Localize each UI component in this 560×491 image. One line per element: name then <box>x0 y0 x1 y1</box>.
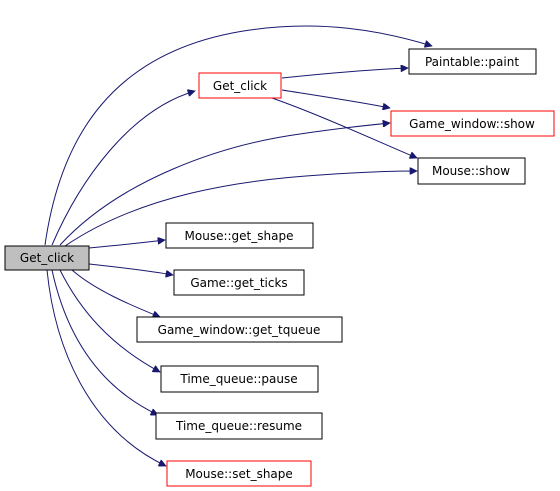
node-mouse-show[interactable]: Mouse::show <box>417 157 526 185</box>
node-paintable-paint[interactable]: Paintable::paint <box>408 48 537 75</box>
node-game-window-get-tqueue[interactable]: Game_window::get_tqueue <box>136 316 343 343</box>
node-time-queue-pause[interactable]: Time_queue::pause <box>160 365 319 393</box>
node-root-get-click[interactable]: Get_click <box>4 245 90 271</box>
edge-root-to-get-click-mid <box>51 91 195 246</box>
node-mouse-get-shape[interactable]: Mouse::get_shape <box>165 222 314 249</box>
edge-root-to-mouse-show <box>64 171 417 247</box>
edges <box>44 25 432 466</box>
node-label: Game::get_ticks <box>190 276 287 290</box>
edge-root-to-time-queue-pause <box>59 269 160 373</box>
node-game-get-ticks[interactable]: Game::get_ticks <box>173 269 305 296</box>
node-label: Paintable::paint <box>425 55 519 69</box>
node-label: Time_queue::pause <box>179 372 297 386</box>
node-label: Mouse::set_shape <box>185 467 293 481</box>
edge-root-to-game-window-show <box>59 123 390 246</box>
edge-root-to-paintable-paint <box>44 25 432 246</box>
node-label: Get_click <box>20 251 74 265</box>
node-game-window-show[interactable]: Game_window::show <box>390 110 555 137</box>
node-time-queue-resume[interactable]: Time_queue::resume <box>155 412 323 440</box>
edge-root-to-mouse-get-shape <box>88 240 165 249</box>
node-label: Game_window::get_tqueue <box>158 323 321 337</box>
edge-get-click-mid-to-mouse-show <box>271 97 417 158</box>
node-label: Get_click <box>213 79 267 93</box>
edge-root-to-time-queue-resume <box>51 269 158 415</box>
node-label: Mouse::get_shape <box>185 229 294 243</box>
node-label: Mouse::show <box>432 164 510 178</box>
node-label: Time_queue::resume <box>175 419 302 433</box>
node-label: Game_window::show <box>409 117 535 131</box>
node-mouse-set-shape[interactable]: Mouse::set_shape <box>166 460 312 487</box>
node-get-click[interactable]: Get_click <box>198 72 282 99</box>
edge-root-to-game-get-ticks <box>88 263 173 275</box>
edge-root-to-mouse-set-shape <box>46 269 166 466</box>
edge-get-click-mid-to-paintable-paint <box>281 68 408 79</box>
edge-root-to-game-window-get-tqueue <box>71 269 160 317</box>
edge-get-click-mid-to-game-window-show <box>281 89 390 108</box>
